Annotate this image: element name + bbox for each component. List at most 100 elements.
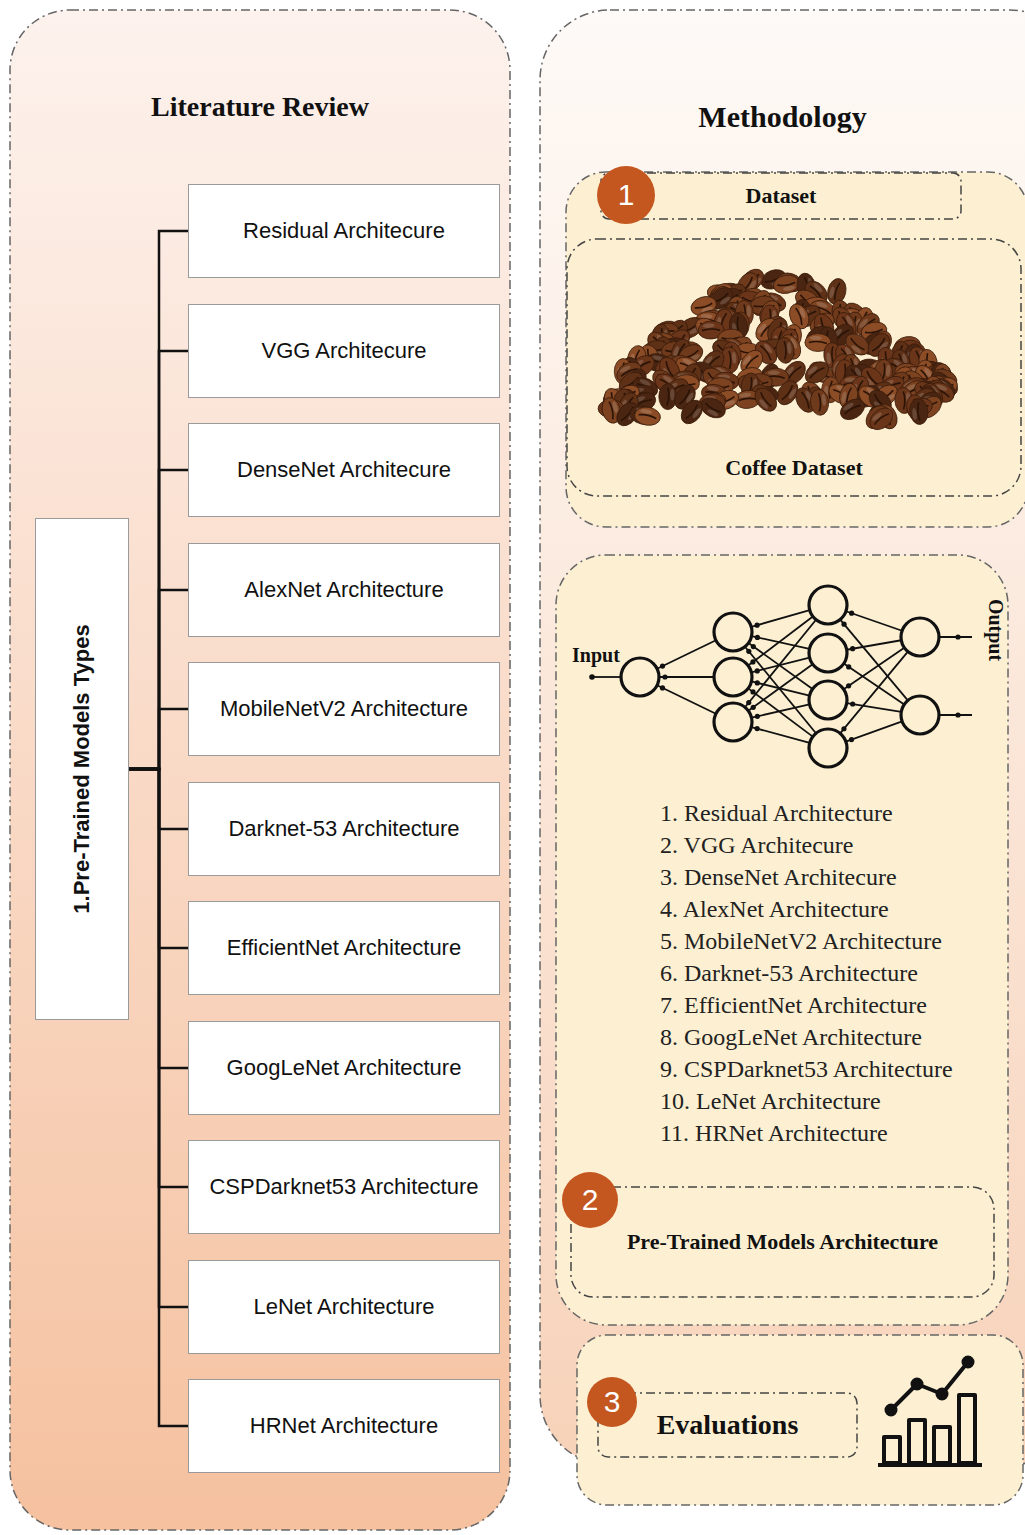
bracket-connector (129, 590, 188, 769)
bean-body (866, 404, 897, 435)
panel-title: Literature Review (10, 90, 510, 124)
coffee-bean (633, 405, 661, 427)
link-dot (754, 623, 759, 628)
callout-number: 2 (562, 1172, 618, 1228)
model-box: GoogLeNet Architecture (188, 1021, 500, 1115)
coffee-bean (659, 384, 677, 410)
list-item: 10. LeNet Architecture (660, 1085, 1008, 1117)
list-item: 11. HRNet Architecture (660, 1117, 1008, 1149)
coffee-bean (751, 384, 782, 415)
link-dot (751, 705, 756, 710)
bean-shine (739, 392, 751, 398)
network-link (751, 610, 809, 627)
stub-dot (955, 712, 960, 717)
model-box: AlexNet Architecture (188, 543, 500, 637)
section-box: Coffee Dataset (566, 238, 1022, 497)
network-link (748, 616, 813, 665)
list-item: 8. GoogLeNet Architecture (660, 1021, 1008, 1053)
bean-body (772, 273, 801, 296)
model-name: EfficientNet Architecture (227, 935, 461, 961)
network-neuron (809, 586, 847, 624)
bean-crease (702, 328, 720, 331)
dashed-border (571, 1187, 994, 1297)
panel: Literature Review1.Pre-Trained Models Ty… (10, 10, 510, 1530)
bean-shine (691, 407, 702, 419)
bean-body (775, 337, 795, 364)
bean-crease (728, 351, 732, 369)
bean-shine (826, 352, 832, 364)
link-dot (662, 674, 667, 679)
link-dot (755, 635, 760, 640)
network-neuron (809, 634, 847, 672)
network-link (844, 648, 905, 690)
evaluation-section (577, 1335, 1023, 1505)
section-label: Pre-Trained Models Architecture (627, 1229, 938, 1255)
network-link (657, 685, 716, 713)
chart-point (938, 1390, 947, 1399)
bean-crease (809, 341, 827, 343)
io-label: Input (572, 644, 620, 667)
bracket-connector (129, 709, 188, 769)
input-stub (592, 676, 621, 678)
chart-point (964, 1358, 973, 1367)
dashed-border (567, 239, 1021, 496)
link-dot (660, 664, 665, 669)
network-link (846, 721, 902, 741)
bean-shine (821, 394, 827, 406)
model-box: MobileNetV2 Architecture (188, 662, 500, 756)
link-dot (849, 737, 854, 742)
model-box: Residual Architecure (188, 184, 500, 278)
bean-shine (619, 364, 632, 374)
bean-shine (731, 351, 736, 363)
coffee-bean (809, 388, 830, 416)
bean-shine (841, 391, 848, 404)
list-item: 1. Residual Architecture (660, 797, 1008, 829)
link-dot (660, 685, 665, 690)
model-name: GoogLeNet Architecture (227, 1055, 462, 1081)
section-label: Coffee Dataset (725, 455, 862, 481)
chart-trend (891, 1362, 968, 1410)
list-item: 3. DenseNet Architecure (660, 861, 1008, 893)
bean-crease (818, 393, 822, 411)
bean-shine (612, 401, 619, 414)
bean-shine (703, 323, 715, 328)
bean-crease (902, 391, 905, 409)
bean-body (659, 384, 677, 410)
model-section (556, 555, 1008, 1325)
bean-shine (783, 285, 796, 292)
chart-icon (878, 1358, 982, 1466)
coffee-bean (837, 395, 869, 424)
bean-shine (670, 389, 674, 401)
bean-shine (806, 365, 818, 376)
callout-number: 3 (587, 1377, 637, 1427)
stub-dot (955, 634, 960, 639)
model-name: AlexNet Architecture (244, 577, 443, 603)
bean-shine (768, 371, 780, 375)
dataset-section (566, 172, 1025, 527)
bean-crease (638, 414, 656, 419)
link-dot (755, 726, 760, 731)
link-dot (746, 700, 751, 705)
callout-number: 1 (597, 166, 655, 224)
list-item: 5. MobileNetV2 Architecture (660, 925, 1008, 957)
bean-shine (756, 322, 767, 334)
list-item: 7. EfficientNet Architecture (660, 989, 1008, 1021)
section-label: Dataset (746, 183, 817, 209)
coffee-bean (772, 273, 801, 296)
network-link (840, 652, 908, 734)
bracket-connector (129, 769, 188, 1426)
bean-body (751, 384, 782, 415)
link-dot (755, 680, 760, 685)
network-neuron (809, 681, 847, 719)
chart-bar (909, 1420, 925, 1463)
network-neuron (901, 696, 939, 734)
link-dot (846, 664, 851, 669)
bean-crease (739, 397, 757, 401)
link-dot (750, 659, 755, 664)
chart-bar (934, 1427, 950, 1463)
right-panel (540, 10, 1025, 1465)
coffee-bean (677, 396, 707, 428)
bean-body (633, 405, 661, 427)
